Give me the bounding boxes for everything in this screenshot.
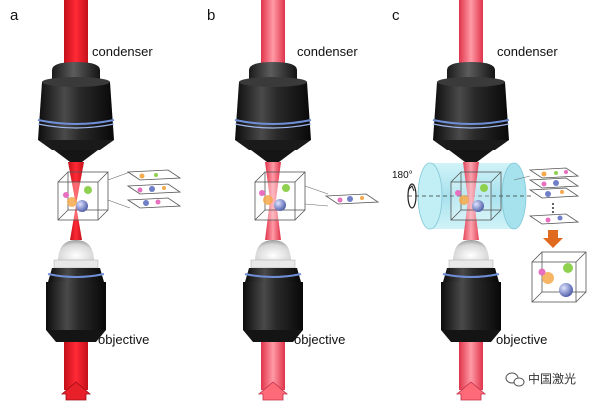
arrow-down-icon [543,230,563,248]
panel-letter-b: b [207,7,215,24]
condenser-lens [37,62,115,162]
condenser-lens [234,62,312,162]
panel-c: c condenser [392,0,587,401]
arrow-up-icon [455,381,487,401]
sample-cube [450,171,502,221]
objective-lens [243,240,303,342]
laser-beam-top [459,0,483,70]
wechat-icon [505,372,525,387]
beam-cone-top [68,162,84,205]
condenser-label-a: condenser [92,44,153,59]
objective-lens [46,240,106,342]
arrow-up-icon [60,381,92,401]
laser-beam-top [261,0,285,70]
watermark: 中国激光 [505,371,576,387]
condenser-label-c: condenser [497,44,558,59]
slice-stack [513,167,580,225]
slice-plane [528,167,580,179]
panel-a: a condenser [10,0,182,401]
rotation-arrow-icon [407,183,417,209]
objective-label-b: objective [294,332,345,347]
sample-cube [57,171,109,221]
slice-stack [107,169,182,209]
slice-plane [126,183,182,195]
laser-beam-top [64,0,88,70]
slice-plane [528,213,580,225]
arrow-up-icon [257,381,289,401]
condenser-label-b: condenser [297,44,358,59]
rotation-angle-label: 180° [392,170,413,181]
slice-stack [304,185,380,207]
beam-cone-bottom [70,205,82,240]
slice-plane [126,169,182,181]
beam-cone-top [463,162,479,200]
slice-plane [324,193,380,205]
panel-b: b condenser [207,0,380,401]
slice-plane [126,197,182,209]
objective-label-a: objective [98,332,149,347]
beam-cone-top [265,162,281,200]
panel-letter-c: c [392,7,400,24]
condenser-lens [432,62,510,162]
watermark-text: 中国激光 [528,371,576,386]
slice-plane [528,177,580,189]
reconstructed-volume [531,251,587,303]
sample-cube [254,171,306,221]
slice-plane [528,187,580,199]
objective-label-c: objective [496,332,547,347]
panel-letter-a: a [10,7,19,24]
ellipsis-dots [552,203,554,213]
objective-lens [441,240,501,342]
